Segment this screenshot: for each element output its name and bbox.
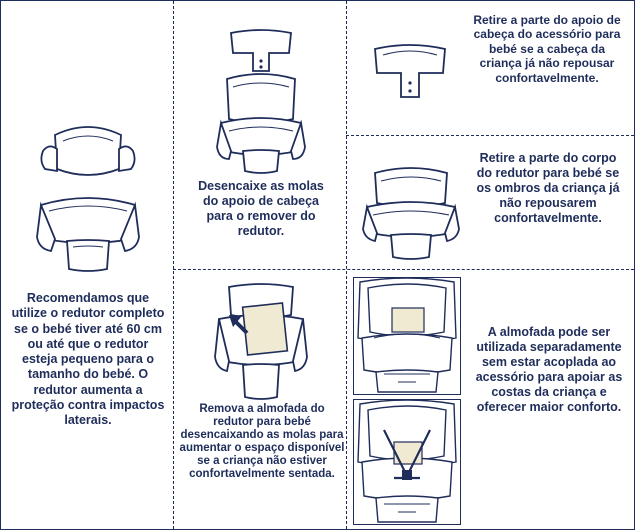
- remove-body-text: Retire a parte do corpo do redutor para …: [476, 151, 620, 225]
- remove-head-text: Retire a parte do apoio de cabeça do ace…: [473, 13, 621, 85]
- divider-mid-horizontal: [173, 269, 634, 270]
- remove-cushion-text: Remova a almofada do redutor para bebé d…: [179, 403, 345, 480]
- full-reducer-illustration: [36, 126, 140, 272]
- car-seat-cushion-photo: [353, 277, 461, 395]
- cushion-separate-text: A almofada pode ser utilizada separadame…: [475, 325, 623, 414]
- car-seat-with-harness-drawing: [357, 399, 457, 523]
- car-seat-harness-photo: [353, 399, 461, 525]
- headrest-with-springs-illustration: [216, 29, 306, 174]
- car-seat-with-cushion-drawing: [357, 277, 457, 393]
- intro-text: Recomendamos que utilize o redutor compl…: [11, 291, 165, 427]
- divider-left: [173, 1, 174, 529]
- reducer-cushion-removal-illustration: [214, 283, 308, 400]
- divider-top-right: [346, 135, 634, 136]
- headrest-part-illustration: [374, 44, 446, 98]
- headrest-springs-text: Desencaixe as molas do apoio de cabeça p…: [198, 179, 324, 238]
- divider-right: [346, 1, 347, 529]
- reducer-body-illustration: [362, 167, 460, 260]
